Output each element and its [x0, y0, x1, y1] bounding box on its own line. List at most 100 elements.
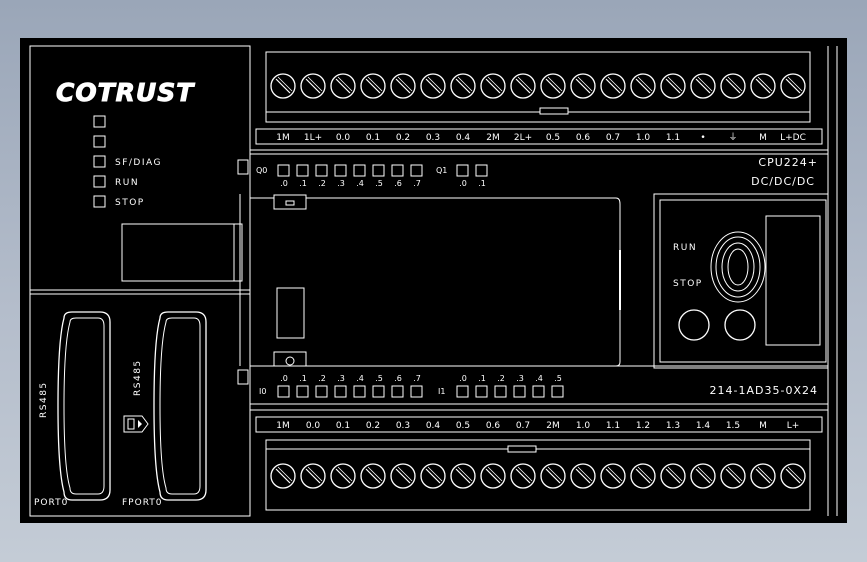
top-terminal-screws — [270, 73, 806, 99]
io-bit-label: .3 — [337, 179, 345, 188]
terminal-screw[interactable] — [540, 73, 566, 99]
terminal-label: 2L+ — [514, 133, 532, 143]
bottom-terminal-label-strip — [255, 416, 823, 433]
terminal-screw[interactable] — [540, 463, 566, 489]
terminal-screw[interactable] — [420, 73, 446, 99]
terminal-screw[interactable] — [330, 73, 356, 99]
terminal-screw[interactable] — [420, 463, 446, 489]
io-bit-label: .0 — [459, 179, 467, 188]
terminal-screw[interactable] — [450, 463, 476, 489]
i1-input-leds: .0.1.2.3.4.5 — [456, 374, 564, 398]
terminal-screw[interactable] — [510, 463, 536, 489]
terminal-screw[interactable] — [360, 463, 386, 489]
terminal-screw[interactable] — [750, 73, 776, 99]
run-label: RUN — [673, 243, 697, 253]
io-led — [456, 385, 469, 398]
terminal-label: 0.5 — [456, 421, 470, 431]
port0-connector — [57, 311, 111, 501]
terminal-screw[interactable] — [300, 73, 326, 99]
io-led — [410, 164, 423, 177]
terminal-screw[interactable] — [360, 73, 386, 99]
terminal-screw[interactable] — [660, 73, 686, 99]
io-led — [372, 164, 385, 177]
bottom-terminal-block — [265, 439, 811, 511]
potentiometer-0[interactable] — [678, 309, 710, 341]
io-bit-label: .6 — [394, 374, 402, 383]
cover-latch-bottom — [273, 351, 307, 367]
cover-latch-top — [273, 194, 307, 210]
io-led — [551, 385, 564, 398]
terminal-label: M — [759, 421, 767, 431]
terminal-screw[interactable] — [480, 73, 506, 99]
terminal-label: 1.3 — [666, 421, 680, 431]
io-bit-label: .4 — [356, 374, 364, 383]
part-number: 214-1AD35-0X24 — [710, 384, 818, 397]
terminal-screw[interactable] — [510, 73, 536, 99]
io-bit-label: .1 — [478, 374, 486, 383]
io-led — [475, 164, 488, 177]
terminal-screw[interactable] — [300, 463, 326, 489]
input-terminal-tab — [237, 369, 249, 385]
terminal-label: 0.3 — [426, 133, 440, 143]
terminal-label: 0.7 — [606, 133, 620, 143]
terminal-screw[interactable] — [630, 73, 656, 99]
io-led — [296, 385, 309, 398]
terminal-label: 1.2 — [636, 421, 650, 431]
io-led — [456, 164, 469, 177]
terminal-label: 1.1 — [666, 133, 680, 143]
io-bit-label: .3 — [337, 374, 345, 383]
run-stop-switch[interactable] — [710, 231, 766, 303]
terminal-screw[interactable] — [270, 463, 296, 489]
terminal-screw[interactable] — [330, 463, 356, 489]
terminal-screw[interactable] — [720, 463, 746, 489]
io-bit-label: .0 — [459, 374, 467, 383]
io-bit-label: .5 — [375, 179, 383, 188]
terminal-label: 0.6 — [576, 133, 591, 143]
fport0-connector — [153, 311, 207, 501]
potentiometer-1[interactable] — [724, 309, 756, 341]
terminal-label: 0.0 — [306, 421, 321, 431]
output-terminal-tab — [237, 159, 249, 175]
io-bit-label: .2 — [318, 374, 326, 383]
expansion-connector — [276, 287, 305, 339]
terminal-screw[interactable] — [750, 463, 776, 489]
terminal-screw[interactable] — [600, 463, 626, 489]
terminal-screw[interactable] — [480, 463, 506, 489]
q1-output-leds: .0.1 — [456, 164, 488, 188]
terminal-screw[interactable] — [780, 463, 806, 489]
supply-type: DC/DC/DC — [751, 175, 815, 188]
terminal-screw[interactable] — [570, 73, 596, 99]
terminal-screw[interactable] — [690, 463, 716, 489]
terminal-screw[interactable] — [270, 73, 296, 99]
terminal-label: • — [700, 133, 705, 143]
io-bit-label: .4 — [535, 374, 543, 383]
top-terminal-label-strip — [255, 128, 823, 145]
terminal-screw[interactable] — [690, 73, 716, 99]
terminal-label: 0.0 — [336, 133, 351, 143]
io-bit-label: .6 — [394, 179, 402, 188]
terminal-screw[interactable] — [720, 73, 746, 99]
terminal-label: 0.4 — [456, 133, 471, 143]
memory-card-slot — [121, 223, 235, 282]
terminal-screw[interactable] — [450, 73, 476, 99]
terminal-screw[interactable] — [780, 73, 806, 99]
io-bit-label: .4 — [356, 179, 364, 188]
io-bit-label: .7 — [413, 374, 421, 383]
terminal-screw[interactable] — [630, 463, 656, 489]
stop-label: STOP — [673, 279, 703, 289]
terminal-screw[interactable] — [390, 463, 416, 489]
terminal-label: 0.3 — [396, 421, 410, 431]
terminal-label: L+ — [787, 421, 800, 431]
terminal-label: 0.2 — [366, 421, 380, 431]
io-led — [315, 385, 328, 398]
terminal-screw[interactable] — [570, 463, 596, 489]
terminal-screw[interactable] — [660, 463, 686, 489]
terminal-screw[interactable] — [390, 73, 416, 99]
io-led — [391, 164, 404, 177]
terminal-label: 0.5 — [546, 133, 560, 143]
terminal-label: 1.4 — [696, 421, 711, 431]
terminal-screw[interactable] — [600, 73, 626, 99]
expansion-port — [765, 215, 821, 346]
